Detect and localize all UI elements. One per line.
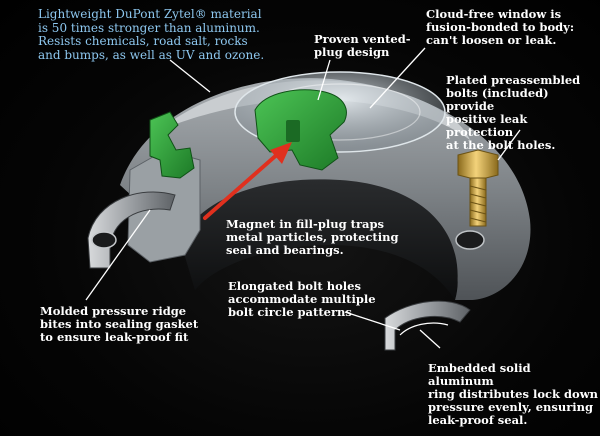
zytel-material-callout: Lightweight DuPont Zytel® material is 50…	[38, 7, 265, 62]
aluminum-ring-right	[384, 300, 471, 351]
elongated-bolt-hole	[455, 230, 485, 250]
leader-lines	[85, 47, 521, 349]
aluminum-ring-callout: Embedded solid aluminum ring distributes…	[428, 361, 598, 427]
bolts-callout: Plated preassembled bolts (included) pro…	[446, 73, 581, 152]
cap-inner-cavity	[180, 179, 458, 300]
magnet-callout: Magnet in fill-plug traps metal particle…	[226, 217, 399, 257]
pressure-ridge-gasket	[149, 111, 195, 179]
magnet-pointer-arrow	[203, 142, 292, 220]
plated-bolt	[457, 149, 499, 227]
bolt-holes-callout: Elongated bolt holes accommodate multipl…	[228, 279, 376, 319]
window-callout: Cloud-free window is fusion-bonded to bo…	[426, 7, 575, 47]
bolt-hole-left	[91, 231, 117, 249]
vented-plug-callout: Proven vented- plug design	[314, 32, 411, 59]
pressure-ridge-callout: Molded pressure ridge bites into sealing…	[40, 304, 199, 344]
